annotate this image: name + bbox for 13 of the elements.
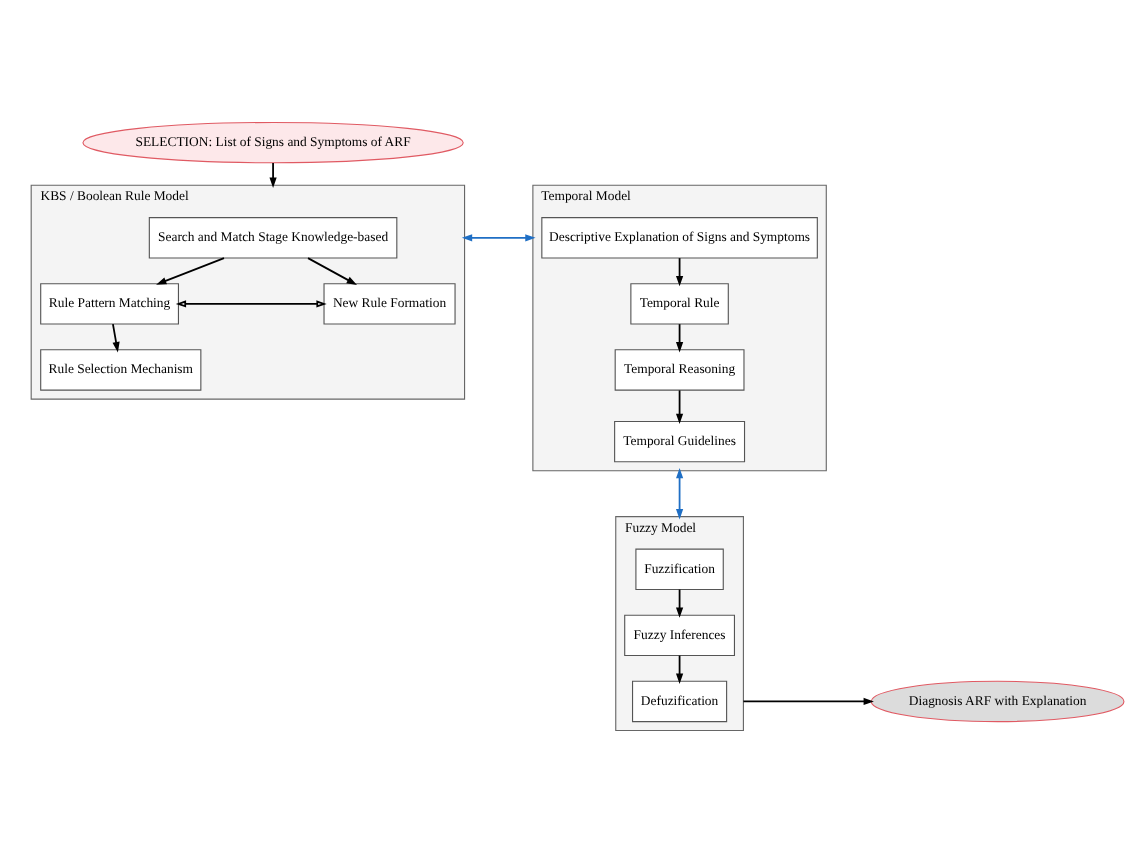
arrow [675, 654, 684, 684]
arrow [675, 323, 684, 353]
arrow [675, 389, 684, 424]
arrow [675, 257, 684, 287]
arrow [156, 257, 225, 285]
arrow [269, 162, 277, 188]
arrow [112, 323, 120, 353]
arrow [461, 234, 536, 242]
arrow [675, 588, 684, 618]
arrow [307, 257, 357, 285]
arrow [675, 468, 684, 520]
arrow [742, 697, 874, 706]
arrow [175, 300, 327, 308]
